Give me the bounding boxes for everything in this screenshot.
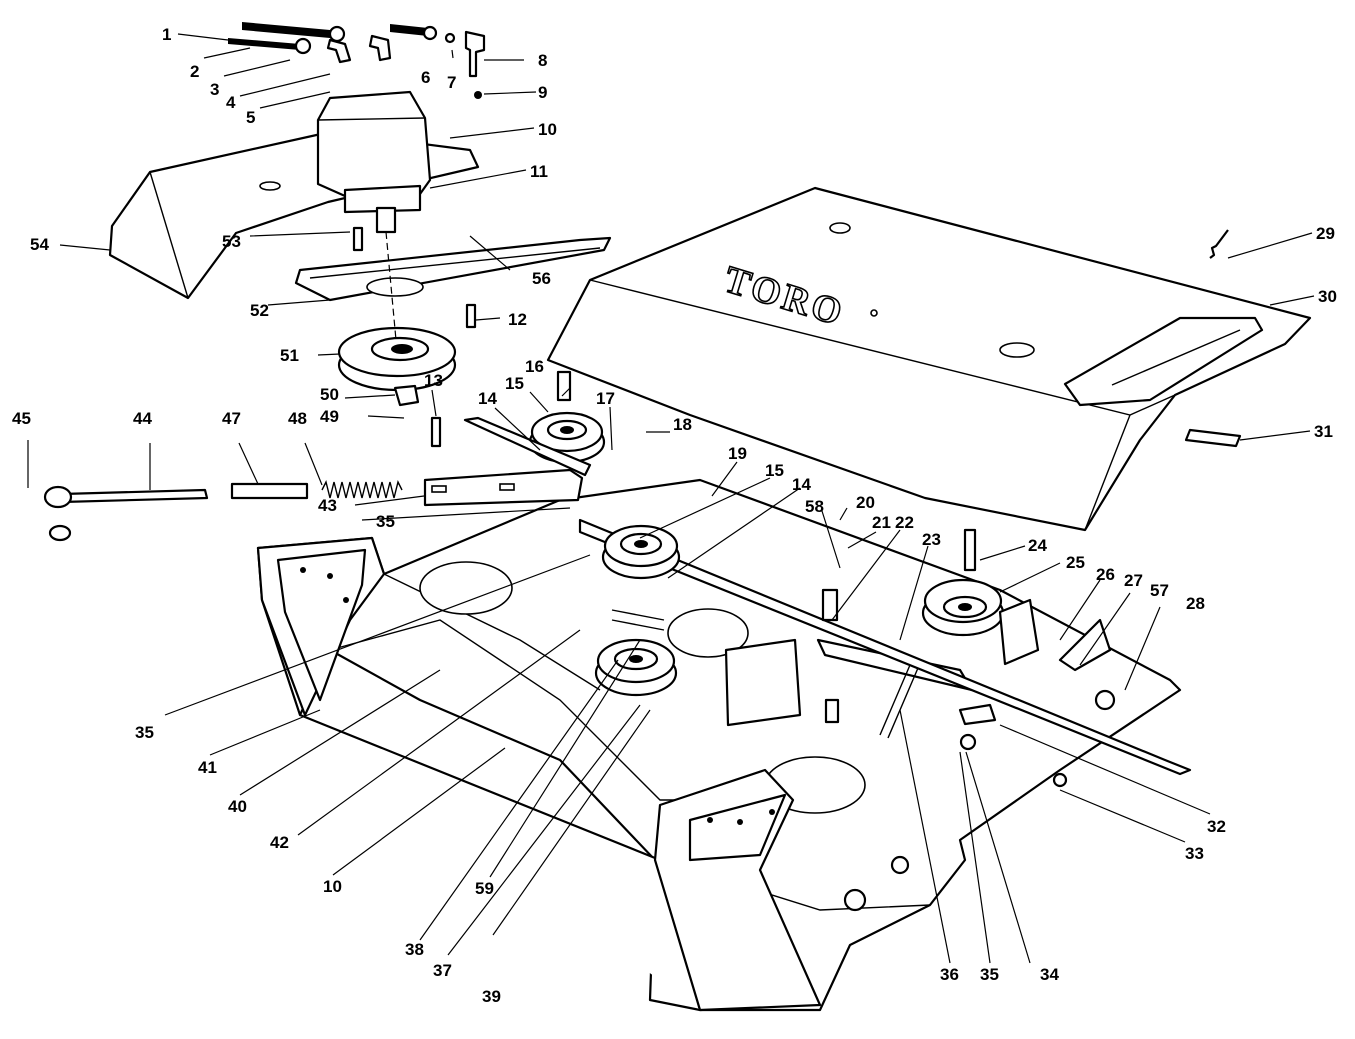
adjuster-rod	[43, 479, 403, 542]
pulley-main	[337, 326, 457, 392]
callout-58: 58	[805, 497, 824, 516]
callout-27: 27	[1124, 571, 1143, 590]
callout-19: 19	[728, 444, 747, 463]
callout-21: 21	[872, 513, 891, 532]
leader-lines	[27, 28, 1315, 964]
callout-8: 8	[538, 51, 547, 70]
callout-24: 24	[1028, 536, 1047, 555]
callout-40: 40	[228, 797, 247, 816]
callout-49: 49	[320, 407, 339, 426]
callout-45: 45	[12, 409, 31, 428]
callout-12: 12	[508, 310, 527, 329]
callout-43: 43	[318, 496, 337, 515]
callout-9: 9	[538, 83, 547, 102]
idler-pulley-lower	[594, 638, 678, 697]
callout-17: 17	[596, 389, 615, 408]
callout-35-left: 35	[135, 723, 154, 742]
callout-35-right: 35	[980, 965, 999, 984]
callout-11: 11	[530, 162, 548, 181]
deck-cover: TORO	[546, 186, 1312, 532]
callout-57: 57	[1150, 581, 1169, 600]
callout-36: 36	[940, 965, 959, 984]
callout-50: 50	[320, 385, 339, 404]
callout-28: 28	[1186, 594, 1205, 613]
callout-15-center: 15	[765, 461, 784, 480]
callout-52: 52	[250, 301, 269, 320]
callout-51: 51	[280, 346, 299, 365]
callout-10-bottom: 10	[323, 877, 342, 896]
callout-13: 13	[424, 371, 443, 390]
callout-10: 10	[538, 120, 557, 139]
callout-30: 30	[1318, 287, 1337, 306]
callout-48: 48	[288, 409, 307, 428]
callout-15: 15	[505, 374, 524, 393]
callout-44: 44	[133, 409, 152, 428]
callout-53: 53	[222, 232, 241, 251]
left-deflector-bracket	[256, 536, 386, 717]
idler-bracket	[423, 416, 592, 507]
callout-2: 2	[190, 62, 199, 81]
idler-pulley-center	[601, 524, 681, 580]
callout-14: 14	[478, 389, 497, 408]
callout-31: 31	[1314, 422, 1333, 441]
callout-33: 33	[1185, 844, 1204, 863]
callout-26: 26	[1096, 565, 1115, 584]
callout-29: 29	[1316, 224, 1335, 243]
callout-1: 1	[162, 25, 171, 44]
hardware	[352, 226, 1242, 912]
callout-34: 34	[1040, 965, 1059, 984]
callout-54: 54	[30, 235, 49, 254]
callout-56: 56	[532, 269, 551, 288]
gearbox	[294, 90, 612, 341]
hoses-and-fittings	[228, 22, 486, 99]
callout-23: 23	[922, 530, 941, 549]
callout-47: 47	[222, 409, 241, 428]
idler-arm	[578, 518, 1192, 776]
rear-deflector-bracket	[653, 768, 822, 1012]
callout-7: 7	[447, 73, 456, 92]
callout-35-top: 35	[376, 512, 395, 531]
callout-4: 4	[226, 93, 236, 112]
callout-39: 39	[482, 987, 501, 1006]
callout-37: 37	[433, 961, 452, 980]
callout-42: 42	[270, 833, 289, 852]
callout-3: 3	[210, 80, 219, 99]
callout-32: 32	[1207, 817, 1226, 836]
callout-14-right: 14	[792, 475, 811, 494]
callout-38: 38	[405, 940, 424, 959]
callout-numbers: 1 2 3 4 5 6 7 8 9 10 11 54 53 56 52 12 5…	[12, 25, 1337, 1006]
tension-spring	[611, 609, 919, 739]
callout-25: 25	[1066, 553, 1085, 572]
callout-22: 22	[895, 513, 914, 532]
callout-18: 18	[673, 415, 692, 434]
callout-20: 20	[856, 493, 875, 512]
callout-6: 6	[421, 68, 430, 87]
callout-59: 59	[475, 879, 494, 898]
callout-5: 5	[246, 108, 255, 127]
idler-pulley-right	[921, 578, 1005, 637]
callout-41: 41	[198, 758, 217, 777]
callout-16: 16	[525, 357, 544, 376]
